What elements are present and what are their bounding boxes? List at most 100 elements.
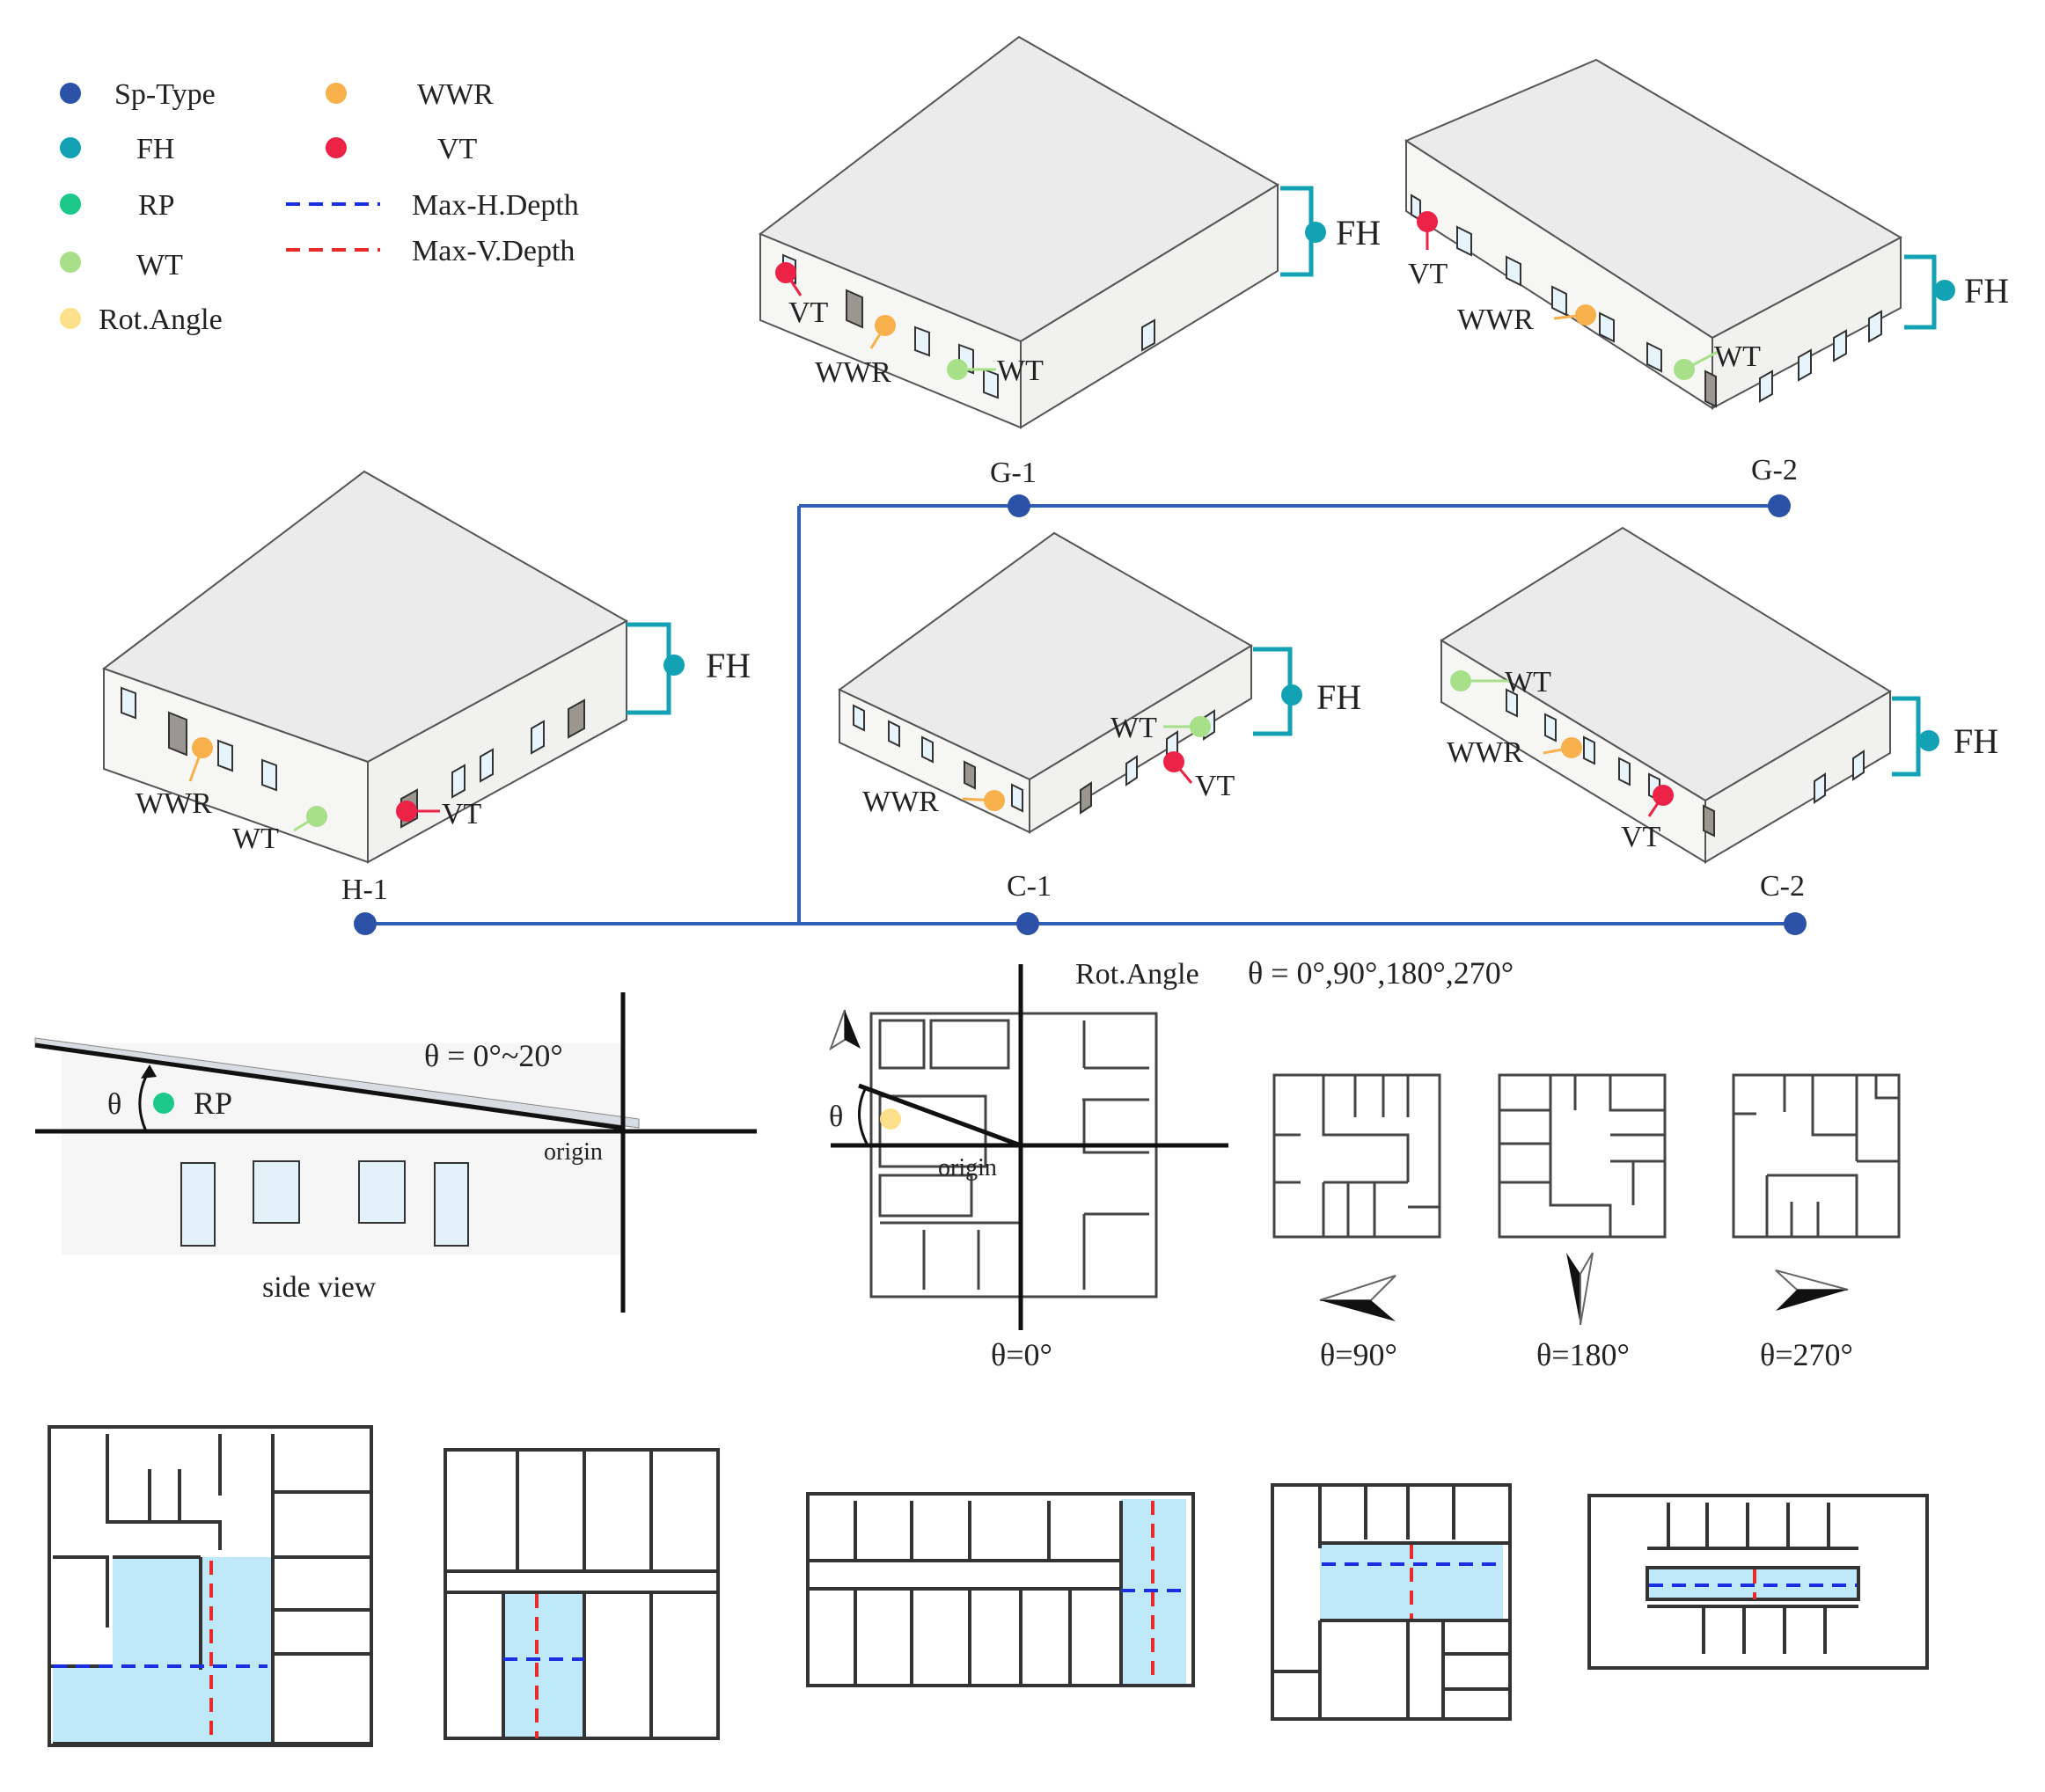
node-c2 [1784, 912, 1807, 935]
fh-bracket: FH [1280, 186, 1381, 277]
angle-label-270: θ=270° [1760, 1337, 1853, 1372]
fh-dot-icon [60, 137, 81, 158]
direction-arrow-icon [1775, 1269, 1849, 1311]
tag-vt: VT [1621, 785, 1674, 853]
rotated-plan-180: θ=180° [1498, 1073, 1667, 1372]
wt-label: WT [232, 823, 279, 855]
windows [1411, 194, 1882, 408]
vt-label: VT [1195, 770, 1235, 802]
fh-bracket: FH [1892, 696, 1998, 777]
fh-dot-icon [663, 655, 685, 676]
building-g2: FH VT WWR WT G-2 [1404, 58, 2009, 486]
theta-arc [857, 1086, 869, 1146]
legend-label: RP [138, 189, 175, 222]
vt-label: VT [442, 798, 482, 830]
vt-dot-icon [1417, 211, 1438, 232]
windows [1506, 688, 1865, 837]
rotation-diagram: Rot.Angle θ = 0°,90°,180°,270° θ origin … [829, 955, 1514, 1372]
wwr-dot-icon [1575, 304, 1596, 325]
wwr-dot-icon [875, 315, 896, 336]
fh-dot-icon [1305, 222, 1326, 243]
direction-arrow-icon [1566, 1252, 1594, 1326]
vt-dot-icon [775, 262, 796, 283]
side-view-caption: side view [262, 1271, 377, 1304]
rotated-plan-270: θ=270° [1732, 1073, 1901, 1372]
fh-dot-icon [1281, 684, 1302, 706]
arrow-head-icon [141, 1064, 157, 1079]
vt-dot-icon [326, 137, 347, 158]
building-label: C-1 [1007, 870, 1052, 903]
vt-dot-icon [1653, 785, 1674, 806]
rp-label: RP [194, 1086, 232, 1121]
vt-dot-icon [1163, 751, 1184, 772]
tag-wwr: WWR [136, 737, 213, 820]
node-g1 [1008, 494, 1030, 517]
legend-label: WT [136, 249, 183, 282]
side-wall [1704, 690, 1891, 864]
side-wall [1029, 644, 1252, 834]
legend-label: WWR [417, 78, 494, 111]
legend-label: FH [136, 133, 174, 165]
legend-label: Max-V.Depth [412, 235, 575, 267]
legend-item-rot-angle: Rot.Angle [60, 304, 223, 336]
angle-label-180: θ=180° [1536, 1337, 1630, 1372]
legend-item-vt: VT [326, 133, 478, 165]
building-h1: FH WWR WT VT H-1 [101, 470, 751, 906]
tag-wwr: WWR [1457, 304, 1596, 336]
tag-wt: WT [232, 806, 327, 855]
side-view-diagram: θ RP θ = 0°~20° origin side view [34, 992, 757, 1313]
depth-plan-4 [1271, 1483, 1512, 1721]
legend-item-max-h-depth: Max-H.Depth [286, 189, 579, 222]
roof-slab [34, 1037, 640, 1129]
fh-label: FH [1316, 677, 1361, 717]
direction-arrow-icon [1319, 1275, 1396, 1321]
origin-label: origin [544, 1138, 603, 1166]
rotated-plan-90: θ=90° [1272, 1073, 1441, 1372]
tag-wt: WT [1110, 712, 1211, 744]
sp-type-dot-icon [60, 83, 81, 104]
rp-dot-icon [153, 1093, 174, 1114]
rotation-angle-line [858, 1083, 1022, 1148]
depth-highlight [53, 1666, 273, 1744]
building-label: C-2 [1760, 870, 1805, 903]
wt-label: WT [1110, 712, 1157, 744]
node-g2 [1768, 494, 1791, 517]
type-tree [365, 504, 1795, 925]
origin-label: origin [938, 1154, 997, 1181]
tag-wt: WT [947, 355, 1044, 387]
building-label: H-1 [341, 874, 388, 906]
floor-plan-0 [869, 1012, 1158, 1298]
legend-item-wt: WT [60, 249, 183, 282]
tag-wwr: WWR [1447, 736, 1582, 769]
fh-bracket: FH [1253, 647, 1361, 736]
legend-label: Sp-Type [114, 78, 216, 111]
legend: Sp-Type FH RP WT Rot.Angle WWR VT Max-H [60, 78, 579, 336]
side-wall [367, 619, 627, 864]
wt-label: WT [997, 355, 1044, 387]
wwr-label: WWR [136, 787, 212, 820]
wwr-dot-icon [984, 790, 1005, 811]
vt-label: VT [788, 296, 829, 329]
building-g1: FH VT WWR WT G-1 [759, 35, 1381, 489]
north-arrow-icon [829, 1009, 861, 1051]
roof-pitch-line [34, 1042, 622, 1130]
rot-angle-dot-icon [60, 308, 81, 329]
tag-wt: WT [1450, 666, 1551, 699]
fh-label: FH [1964, 271, 2009, 311]
legend-label: VT [437, 133, 478, 165]
tag-vt: VT [1163, 751, 1235, 802]
wt-dot-icon [60, 252, 81, 273]
side-windows [180, 1160, 469, 1247]
tree-nodes [354, 494, 1807, 935]
theta-label: θ [829, 1101, 843, 1133]
legend-item-wwr: WWR [326, 78, 494, 111]
depth-highlight [503, 1592, 584, 1738]
tag-wwr: WWR [815, 315, 896, 389]
wwr-label: WWR [1457, 304, 1534, 336]
wwr-dot-icon [326, 83, 347, 104]
depth-plan-2 [443, 1448, 720, 1740]
legend-item-fh: FH [60, 133, 174, 165]
fh-dot-icon [1918, 730, 1939, 751]
wt-dot-icon [947, 359, 968, 380]
legend-item-sp-type: Sp-Type [60, 78, 216, 111]
